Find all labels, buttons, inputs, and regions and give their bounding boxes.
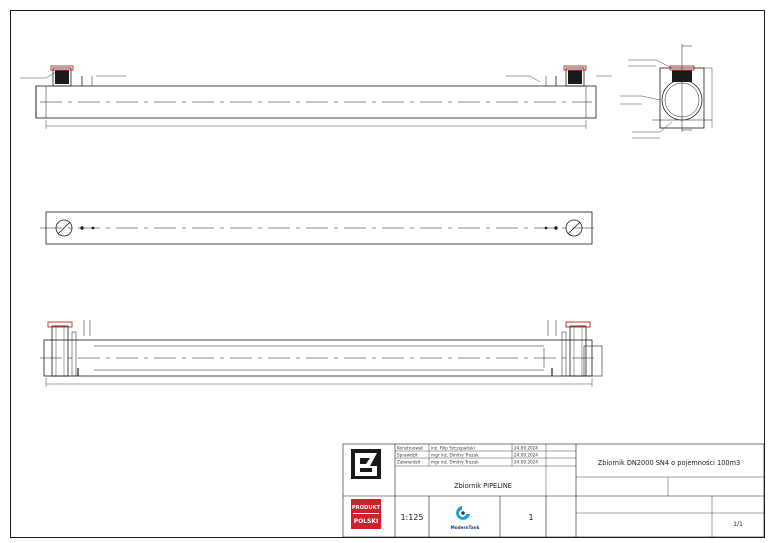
product-name: Zbiornik PIPELINE: [454, 482, 512, 490]
sheet-number: 1/1: [733, 521, 743, 528]
cross-section-view: [620, 44, 713, 139]
role-label: Konstruował: [397, 446, 424, 451]
quantity-value: 1: [528, 513, 533, 522]
role-label: Zatwierdził: [397, 460, 421, 465]
front-elevation-view: [20, 65, 612, 129]
produkt-polski-badge: PRODUKT POLSKI: [351, 499, 381, 529]
person-name: mgr inż. Dmitry Truzuk: [431, 460, 479, 465]
title-block: PRODUKT POLSKI Konstruował inż. Filip Sz…: [342, 443, 765, 538]
longitudinal-section-view: [40, 320, 603, 387]
plan-view: [40, 211, 600, 245]
company-name: ModernTank: [451, 525, 480, 530]
person-name: mgr inż. Dmitry Truzuk: [431, 453, 479, 458]
sign-date: 24.09.2024: [514, 460, 538, 465]
drawing-border: [10, 10, 765, 538]
sign-date: 24.09.2024: [514, 446, 538, 451]
manufacturer-logo: [351, 449, 381, 479]
sign-date: 24.09.2024: [514, 453, 538, 458]
moderntank-logo: ModernTank: [451, 506, 480, 530]
role-label: Sprawdził: [397, 453, 418, 458]
scale-value: 1:125: [400, 513, 423, 522]
person-name: inż. Filip Szczepański: [431, 446, 475, 451]
badge-bottom-text: POLSKI: [354, 518, 379, 525]
drawing-title: Zbiornik DN2000 SN4 o pojemności 100m3: [598, 459, 740, 467]
badge-top-text: PRODUKT: [352, 505, 381, 511]
